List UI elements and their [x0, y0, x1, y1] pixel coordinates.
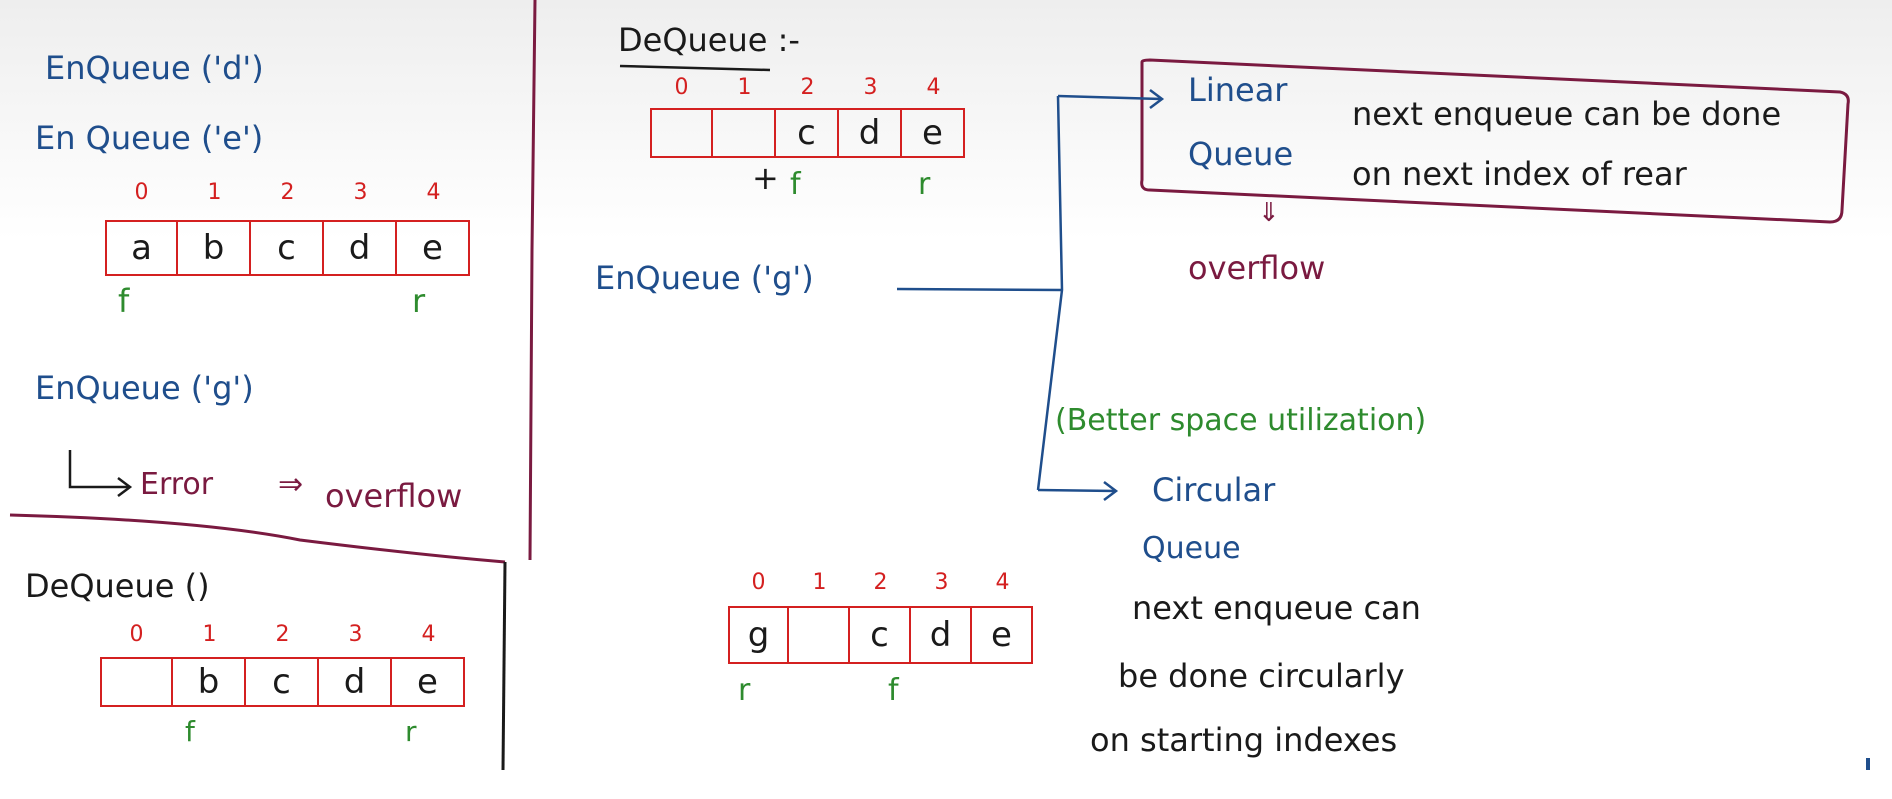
array-cell: b	[173, 657, 246, 707]
error-bracket-head	[117, 477, 133, 497]
branch-line	[1036, 95, 1064, 491]
index: 0	[134, 180, 149, 205]
array-cell: e	[902, 108, 965, 158]
index: 3	[863, 75, 878, 100]
front-pointer: f	[118, 282, 130, 320]
index: 1	[737, 75, 752, 100]
enqueue-g-label: EnQueue ('g')	[595, 259, 814, 297]
lower-vertical-divider	[501, 561, 507, 771]
array-cell	[100, 657, 173, 707]
overflow-text: overflow	[325, 477, 463, 515]
arrow-to-linear	[1057, 94, 1163, 101]
index: 3	[348, 622, 363, 647]
array-cell: d	[319, 657, 392, 707]
circular-queue-title-2: Queue	[1142, 531, 1241, 566]
front-pointer: f	[185, 715, 195, 748]
index: 0	[674, 75, 689, 100]
index: 2	[873, 570, 888, 595]
index: 0	[129, 622, 144, 647]
linear-queue-title-2: Queue	[1188, 135, 1294, 173]
heading-underline	[619, 64, 771, 72]
linear-queue-box	[1140, 58, 1850, 224]
array4: g c d e	[728, 606, 1033, 664]
array-cell: g	[728, 606, 789, 664]
linear-queue-desc-2: on next index of rear	[1352, 155, 1687, 193]
array-cell: c	[776, 108, 839, 158]
index: 0	[751, 570, 766, 595]
enqueue-connector	[896, 287, 1063, 292]
array-cell: a	[105, 220, 178, 276]
index: 1	[207, 180, 222, 205]
plus-mark: +	[752, 159, 779, 197]
array2-indices: 0 1 2 3 4	[100, 622, 465, 647]
array-cell: d	[911, 606, 972, 664]
arrow-to-circular-head	[1103, 481, 1119, 501]
circular-queue-desc-3: on starting indexes	[1090, 721, 1398, 759]
front-pointer: f	[888, 673, 899, 708]
array1-indices: 0 1 2 3 4	[105, 180, 470, 205]
array-cell: b	[178, 220, 251, 276]
arrow-to-linear-head	[1149, 89, 1165, 109]
array-cell: d	[324, 220, 397, 276]
index: 2	[280, 180, 295, 205]
array-cell: e	[397, 220, 470, 276]
enqueue-e-label: En Queue ('e')	[35, 119, 264, 157]
dequeue-heading: DeQueue :-	[618, 21, 800, 59]
better-space-note: (Better space utilization)	[1055, 403, 1427, 438]
rear-pointer: r	[918, 167, 931, 202]
implies-icon: ⇒	[278, 467, 304, 502]
rear-pointer: r	[412, 282, 426, 320]
array-cell	[789, 606, 850, 664]
array-cell	[650, 108, 713, 158]
array4-indices: 0 1 2 3 4	[728, 570, 1033, 595]
index: 4	[426, 180, 441, 205]
enqueue-g-label: EnQueue ('g')	[35, 369, 254, 407]
overflow-label: overflow	[1188, 249, 1326, 287]
array-cell: e	[392, 657, 465, 707]
array3-indices: 0 1 2 3 4	[650, 75, 965, 100]
index: 4	[421, 622, 436, 647]
horizontal-divider	[9, 513, 506, 564]
vertical-divider	[528, 0, 537, 561]
index: 2	[800, 75, 815, 100]
array3: c d e	[650, 108, 965, 158]
error-bracket	[68, 450, 130, 489]
index: 1	[812, 570, 827, 595]
index: 3	[934, 570, 949, 595]
rear-pointer: r	[738, 673, 751, 708]
circular-queue-desc-1: next enqueue can	[1132, 589, 1421, 627]
error-text: Error	[140, 467, 214, 502]
array-cell	[713, 108, 776, 158]
array-cell: e	[972, 606, 1033, 664]
rear-pointer: r	[405, 715, 417, 748]
front-pointer: f	[790, 167, 801, 202]
circular-queue-title-1: Circular	[1152, 471, 1276, 509]
index: 3	[353, 180, 368, 205]
index: 1	[202, 622, 217, 647]
enqueue-d-label: EnQueue ('d')	[45, 49, 264, 87]
array-cell: c	[850, 606, 911, 664]
array1: a b c d e	[105, 220, 470, 276]
index: 4	[926, 75, 941, 100]
arrow-to-circular	[1037, 488, 1117, 493]
array-cell: c	[246, 657, 319, 707]
index: 2	[275, 622, 290, 647]
circular-queue-desc-2: be done circularly	[1118, 657, 1405, 695]
dequeue-label: DeQueue ()	[25, 567, 210, 605]
linear-queue-desc-1: next enqueue can be done	[1352, 95, 1782, 133]
linear-queue-title-1: Linear	[1188, 71, 1288, 109]
array2: b c d e	[100, 657, 465, 707]
array-cell: c	[251, 220, 324, 276]
array-cell: d	[839, 108, 902, 158]
down-arrow-icon: ⇓	[1258, 198, 1280, 228]
index: 4	[995, 570, 1010, 595]
